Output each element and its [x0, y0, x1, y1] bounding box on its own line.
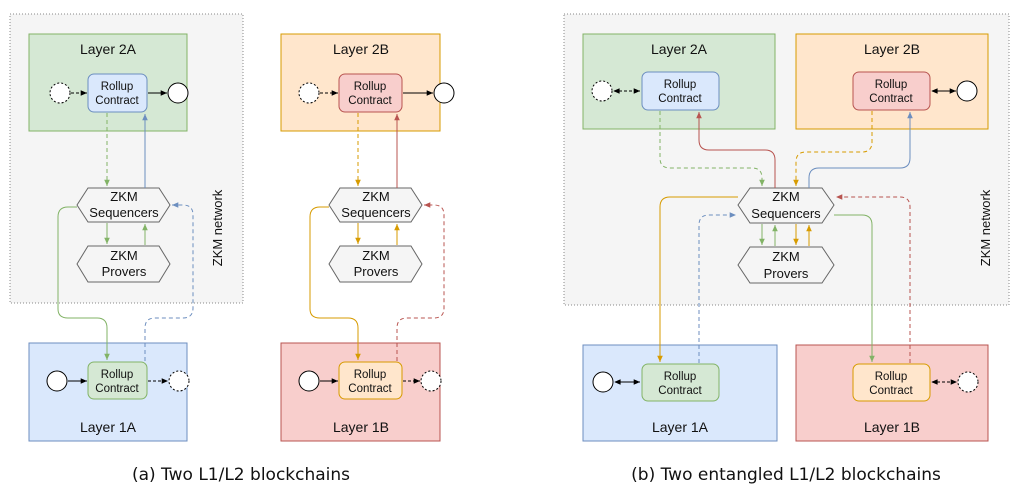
- layer-2a-label-a: Layer 2A: [80, 41, 137, 57]
- solid-node-1b-a: [298, 370, 320, 392]
- green-dashed-2a-to-seq-b: [659, 111, 765, 186]
- rollup-label-line1: Rollup: [101, 81, 134, 93]
- blue-dashed-1a-to-seq: [144, 202, 194, 361]
- panel-a: ZKM network Layer 2A Layer 2B Layer 1A L…: [9, 13, 455, 485]
- provers-line1: ZKM: [772, 249, 799, 264]
- network-label-a: ZKM network: [210, 189, 225, 266]
- provers-line2: Provers: [764, 266, 809, 281]
- blue-dashed-1a-to-seq-b: [698, 212, 736, 363]
- solid-node-1a-b: [592, 371, 614, 393]
- provers-line2: Provers: [102, 264, 147, 279]
- rollup-label-line2: Contract: [658, 93, 702, 105]
- rollup-label-line2: Contract: [869, 93, 913, 105]
- zkm-provers-a-left: [76, 245, 171, 283]
- rollup-label-line2: Contract: [348, 383, 392, 395]
- solid-node-1a-a: [46, 370, 68, 392]
- solid-node-2b-a: [433, 82, 455, 104]
- rollup-label-line1: Rollup: [354, 81, 387, 93]
- green-seq-to-1a: [57, 206, 110, 360]
- layer-1a-label-a: Layer 1A: [80, 419, 137, 435]
- rollup-label-line2: Contract: [95, 95, 139, 107]
- layer-1b-label-a: Layer 1B: [333, 419, 389, 435]
- dashed-node-1b-b: [957, 371, 979, 393]
- rollup-label-line1: Rollup: [664, 79, 697, 91]
- caption-a: (a) Two L1/L2 blockchains: [132, 465, 350, 485]
- sequencers-line1: ZKM: [772, 189, 799, 204]
- layer-1b-label-b: Layer 1B: [864, 419, 920, 435]
- network-label-b: ZKM network: [978, 189, 993, 266]
- panel-b: ZKM network Layer 2A Layer 2B Layer 1A L…: [563, 13, 1010, 485]
- dashed-node-1a-a: [168, 370, 190, 392]
- rollup-label-line1: Rollup: [875, 371, 908, 383]
- orange-seq-to-1a-b: [657, 196, 738, 362]
- caption-b: (b) Two entangled L1/L2 blockchains: [631, 465, 941, 485]
- layer-2b-label-b: Layer 2B: [864, 41, 920, 57]
- rollup-contract-1a-b: [641, 363, 720, 402]
- zkm-sequencers-a-left: [76, 187, 171, 223]
- rollup-label-line1: Rollup: [664, 371, 697, 383]
- provers-line1: ZKM: [362, 248, 389, 263]
- zkm-sequencers-b: [737, 187, 835, 224]
- provers-line2: Provers: [354, 264, 399, 279]
- orange-dashed-2b-to-seq-b: [793, 111, 873, 186]
- layer-2b-label-a: Layer 2B: [333, 41, 389, 57]
- rollup-contract-1a-a: [87, 361, 148, 400]
- blue-seq-to-2b-b: [808, 112, 913, 188]
- zkm-sequencers-a-right: [328, 187, 423, 223]
- rollup-label-line2: Contract: [658, 385, 702, 397]
- rollup-contract-1b-b: [852, 363, 931, 402]
- rollup-contract-2b-b: [852, 71, 931, 111]
- rollup-label-line2: Contract: [869, 385, 913, 397]
- sequencers-line1: ZKM: [110, 189, 137, 204]
- dashed-node-2a-b: [591, 80, 613, 102]
- rollup-label-line1: Rollup: [101, 369, 134, 381]
- solid-node-2b-b: [956, 80, 978, 102]
- rollup-label-line1: Rollup: [875, 79, 908, 91]
- red-seq-to-2a-b: [696, 112, 776, 188]
- rollup-label-line2: Contract: [348, 95, 392, 107]
- red-dashed-1b-to-seq: [396, 202, 445, 361]
- rollup-contract-2b-a: [338, 73, 403, 113]
- rollup-contract-2a-b: [641, 71, 720, 111]
- provers-line1: ZKM: [110, 248, 137, 263]
- rollup-contract-2a-a: [87, 73, 148, 113]
- sequencers-line1: ZKM: [362, 189, 389, 204]
- rollup-label-line2: Contract: [95, 383, 139, 395]
- zkm-provers-b: [737, 246, 835, 284]
- layer-1a-label-b: Layer 1A: [652, 419, 709, 435]
- solid-node-2a-a: [167, 82, 189, 104]
- zkm-provers-a-right: [328, 245, 423, 283]
- sequencers-line2: Sequencers: [751, 206, 821, 221]
- red-dashed-1b-to-seq-b: [836, 194, 911, 363]
- sequencers-line2: Sequencers: [341, 205, 411, 220]
- sequencers-line2: Sequencers: [89, 205, 159, 220]
- rollup-contract-1b-a: [338, 361, 403, 400]
- dashed-node-2a-a: [49, 82, 71, 104]
- layer-2a-label-b: Layer 2A: [651, 41, 708, 57]
- dashed-node-2b-a: [298, 82, 320, 104]
- dashed-node-1b-a: [420, 370, 442, 392]
- rollup-label-line1: Rollup: [354, 369, 387, 381]
- green-seq-to-1b-b: [834, 214, 875, 362]
- orange-seq-to-1b: [309, 206, 361, 360]
